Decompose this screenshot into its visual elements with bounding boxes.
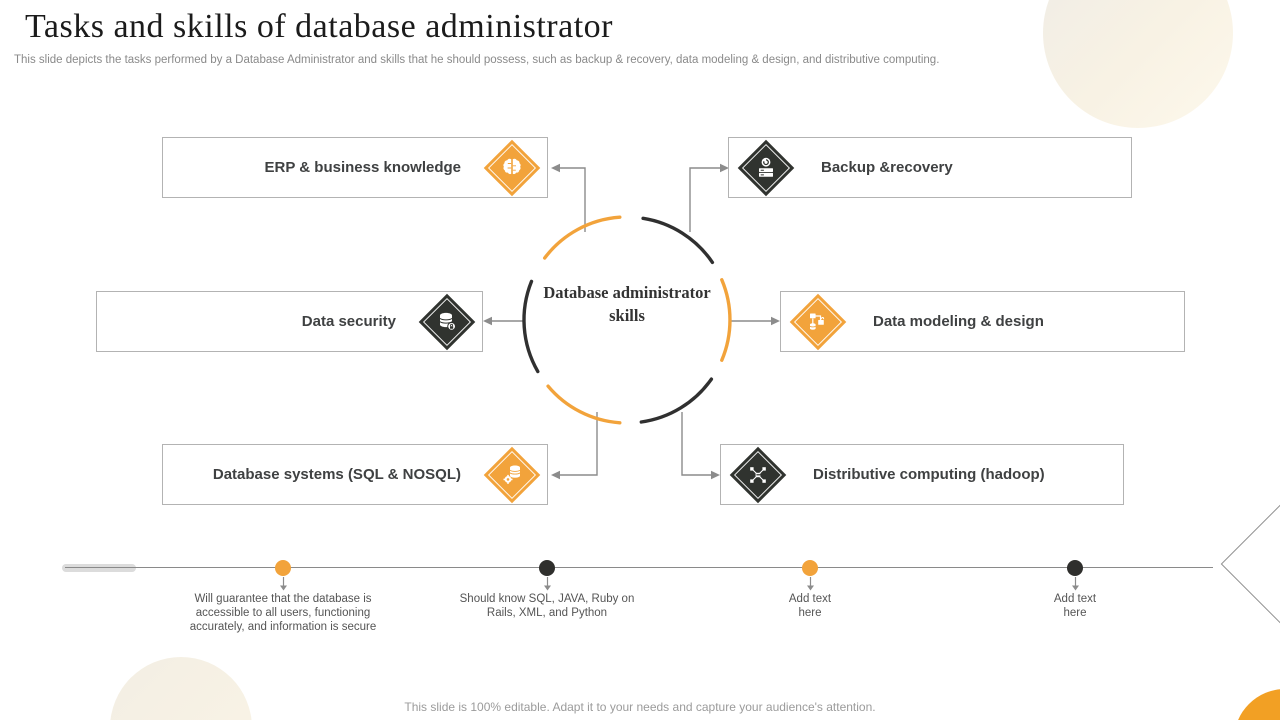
box-label: Data security <box>301 313 396 330</box>
footer-note: This slide is 100% editable. Adapt it to… <box>404 700 876 714</box>
down-arrow-icon <box>279 577 287 591</box>
timeline-dot-2 <box>539 560 555 576</box>
timeline-progress-stub <box>62 564 136 572</box>
backup-recovery-icon <box>737 139 795 196</box>
down-arrow-icon <box>1071 577 1079 591</box>
timeline-item: Will guarantee that the database is acce… <box>173 577 393 634</box>
hub-label: Database administrator skills <box>543 283 711 325</box>
timeline-item: Add text here <box>965 577 1185 620</box>
page-title: Tasks and skills of database administrat… <box>25 8 613 45</box>
timeline-item: Should know SQL, JAVA, Ruby on Rails, XM… <box>437 577 657 620</box>
timeline-dot-3 <box>802 560 818 576</box>
box-label: ERP & business knowledge <box>264 159 461 176</box>
timeline-caption: Should know SQL, JAVA, Ruby on Rails, XM… <box>459 593 635 620</box>
box-database-systems[interactable]: Database systems (SQL & NOSQL) <box>162 444 548 505</box>
cluster-icon <box>729 446 787 503</box>
box-data-modeling-design[interactable]: Data modeling & design <box>780 291 1185 352</box>
hub-circle <box>522 215 732 425</box>
box-backup-recovery[interactable]: Backup &recovery <box>728 137 1132 198</box>
database-lock-icon <box>418 293 476 350</box>
data-modeling-icon <box>789 293 847 350</box>
timeline-dot-4 <box>1067 560 1083 576</box>
box-erp-business-knowledge[interactable]: ERP & business knowledge <box>162 137 548 198</box>
down-arrow-icon <box>543 577 551 591</box>
timeline-add-text-placeholder[interactable]: Add text here <box>1053 593 1097 620</box>
box-data-security[interactable]: Data security <box>96 291 483 352</box>
timeline-axis <box>65 567 1213 568</box>
page-subtitle: This slide depicts the tasks performed b… <box>14 54 940 66</box>
brain-icon <box>483 139 541 196</box>
timeline-caption: Will guarantee that the database is acce… <box>189 593 377 634</box>
database-gear-icon <box>483 446 541 503</box>
box-label: Database systems (SQL & NOSQL) <box>212 466 461 483</box>
box-distributive-computing[interactable]: Distributive computing (hadoop) <box>720 444 1124 505</box>
down-arrow-icon <box>806 577 814 591</box>
timeline-dot-1 <box>275 560 291 576</box>
box-label: Data modeling & design <box>873 313 1044 330</box>
box-label: Distributive computing (hadoop) <box>813 466 1045 483</box>
box-label: Backup &recovery <box>821 159 953 176</box>
timeline-add-text-placeholder[interactable]: Add text here <box>788 593 832 620</box>
timeline-item: Add text here <box>700 577 920 620</box>
